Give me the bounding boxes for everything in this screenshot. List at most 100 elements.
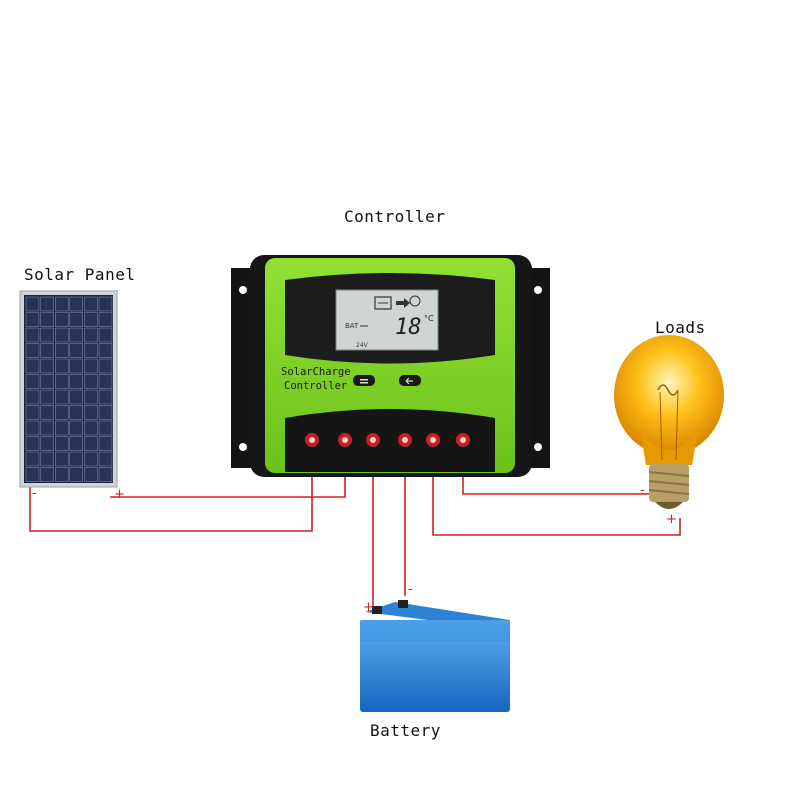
solar-cell bbox=[69, 467, 84, 482]
solar-cell bbox=[84, 451, 98, 467]
solar-cell bbox=[98, 389, 113, 405]
solar-cell bbox=[25, 467, 40, 482]
label-controller: Controller bbox=[344, 207, 446, 226]
pol-load-minus: - bbox=[640, 483, 645, 498]
solar-cell bbox=[25, 296, 40, 312]
solar-cell bbox=[55, 436, 69, 451]
face-text-line1: SolarCharge bbox=[281, 366, 351, 378]
battery-terminal-negative bbox=[398, 600, 408, 608]
solar-cell bbox=[69, 343, 84, 358]
wire-load-positive bbox=[432, 447, 681, 536]
solar-cell bbox=[55, 296, 69, 312]
battery-terminal-positive bbox=[372, 606, 382, 614]
solar-cell bbox=[25, 420, 40, 436]
pol-panel-minus: - bbox=[32, 486, 37, 501]
label-solar-panel: Solar Panel bbox=[24, 265, 136, 284]
solar-cell bbox=[40, 389, 54, 405]
solar-cell bbox=[55, 420, 69, 436]
solar-panel bbox=[19, 290, 118, 488]
pol-panel-plus: + bbox=[114, 487, 125, 502]
solar-cell bbox=[69, 327, 84, 343]
solar-cell bbox=[25, 343, 40, 358]
solar-cell bbox=[40, 451, 54, 467]
solar-cell bbox=[84, 389, 98, 405]
solar-cell bbox=[40, 374, 54, 389]
terminal-screw bbox=[426, 433, 440, 447]
terminal-screw bbox=[398, 433, 412, 447]
solar-cell bbox=[84, 436, 98, 451]
solar-cell bbox=[55, 389, 69, 405]
solar-cell bbox=[69, 296, 84, 312]
lcd-bulb-icon bbox=[409, 295, 421, 307]
terminal-screw bbox=[366, 433, 380, 447]
solar-cell bbox=[84, 343, 98, 358]
lcd-unit: °C bbox=[424, 314, 434, 323]
solar-cell bbox=[84, 374, 98, 389]
solar-cell bbox=[40, 327, 54, 343]
solar-cell bbox=[98, 358, 113, 374]
solar-cell bbox=[84, 312, 98, 327]
pol-battery-minus: - bbox=[408, 582, 413, 597]
lcd-reading: 18 bbox=[395, 315, 422, 340]
solar-cell bbox=[40, 420, 54, 436]
solar-cell bbox=[55, 312, 69, 327]
solar-cell bbox=[25, 451, 40, 467]
solar-cell bbox=[98, 436, 113, 451]
solar-cell bbox=[69, 374, 84, 389]
solar-cell bbox=[69, 451, 84, 467]
light-bulb bbox=[614, 335, 724, 509]
solar-cell bbox=[40, 405, 54, 420]
solar-cell bbox=[69, 436, 84, 451]
lcd-battery-icon bbox=[374, 296, 392, 310]
wire-panel-negative bbox=[29, 447, 313, 532]
solar-cell bbox=[84, 420, 98, 436]
solar-cell bbox=[40, 343, 54, 358]
solar-cell bbox=[25, 389, 40, 405]
terminal-block bbox=[285, 409, 495, 472]
solar-cell bbox=[84, 358, 98, 374]
polarity-marks: - + + - - + bbox=[32, 483, 677, 615]
solar-cell bbox=[25, 374, 40, 389]
solar-cell bbox=[98, 405, 113, 420]
terminal-screw bbox=[456, 433, 470, 447]
solar-cell bbox=[84, 327, 98, 343]
solar-cell bbox=[55, 358, 69, 374]
face-text-line2: Controller bbox=[284, 380, 347, 392]
terminals bbox=[305, 433, 470, 447]
solar-cell bbox=[98, 451, 113, 467]
solar-cell bbox=[25, 436, 40, 451]
solar-cell bbox=[98, 327, 113, 343]
solar-cell bbox=[98, 467, 113, 482]
solar-cell bbox=[55, 405, 69, 420]
solar-cell bbox=[55, 451, 69, 467]
solar-cell bbox=[84, 296, 98, 312]
solar-cell bbox=[55, 327, 69, 343]
solar-cell bbox=[98, 296, 113, 312]
solar-cell bbox=[69, 358, 84, 374]
solar-cell bbox=[55, 374, 69, 389]
solar-cell bbox=[69, 420, 84, 436]
lcd-voltage: 24V bbox=[356, 342, 369, 349]
solar-cell bbox=[40, 467, 54, 482]
lcd-screen bbox=[335, 289, 439, 351]
solar-cell bbox=[98, 312, 113, 327]
solar-cell bbox=[98, 374, 113, 389]
terminal-screw bbox=[338, 433, 352, 447]
lcd-arrow-icon bbox=[396, 298, 410, 308]
solar-cell bbox=[69, 312, 84, 327]
solar-cell bbox=[25, 327, 40, 343]
pol-battery-plus: + bbox=[363, 600, 374, 615]
solar-cell bbox=[84, 405, 98, 420]
solar-cell bbox=[55, 467, 69, 482]
solar-cell bbox=[25, 405, 40, 420]
solar-cell bbox=[55, 343, 69, 358]
solar-cell bbox=[40, 296, 54, 312]
solar-cell bbox=[40, 312, 54, 327]
solar-cell bbox=[25, 312, 40, 327]
solar-cells bbox=[25, 296, 113, 482]
solar-cell bbox=[69, 389, 84, 405]
solar-cell bbox=[25, 358, 40, 374]
terminal-screw bbox=[305, 433, 319, 447]
solar-cell bbox=[40, 436, 54, 451]
